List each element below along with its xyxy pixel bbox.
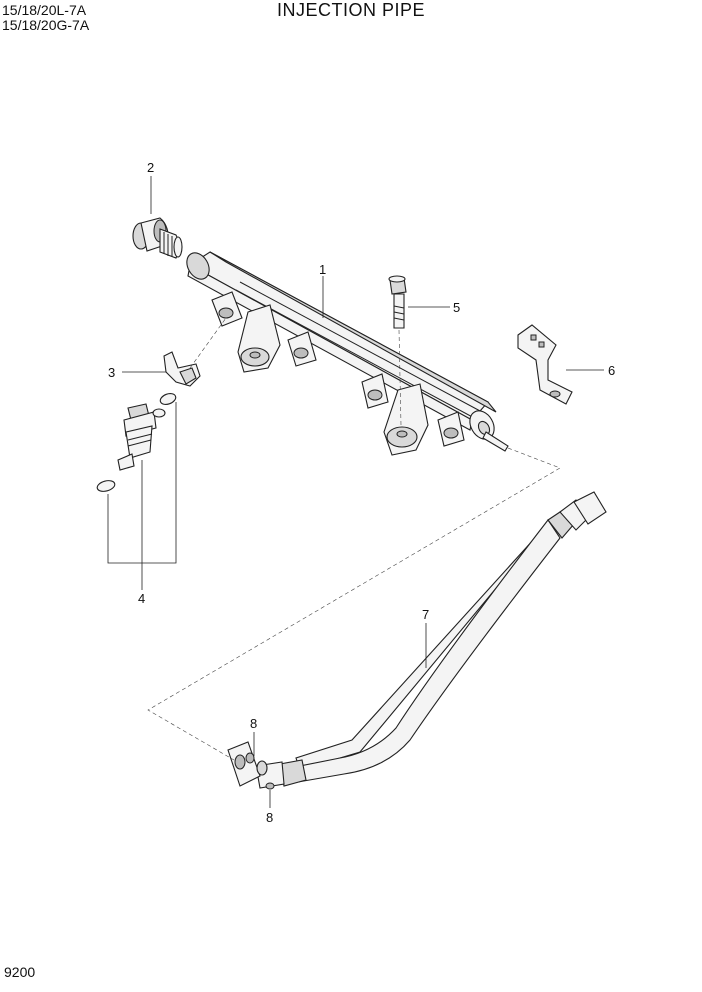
callout-6: 6	[608, 363, 615, 378]
page-number: 9200	[4, 964, 36, 980]
part-5-bolt[interactable]	[388, 275, 407, 426]
part-4-injector[interactable]	[96, 392, 177, 494]
model-code-line-1: 15/18/20L-7A	[2, 2, 87, 18]
model-code-line-2: 15/18/20G-7A	[2, 17, 90, 33]
page-title: INJECTION PIPE	[276, 0, 426, 20]
callout-7: 7	[422, 607, 429, 622]
phantom-connection-line	[147, 447, 561, 761]
callout-2: 2	[147, 160, 154, 175]
leader-lines	[107, 176, 604, 808]
part-3-clip[interactable]	[163, 317, 227, 387]
callout-3: 3	[108, 365, 115, 380]
callout-1: 1	[319, 262, 326, 277]
callout-8-lower: 8	[266, 810, 273, 825]
part-7-fuel-hose[interactable]	[227, 491, 607, 790]
part-1-fuel-rail[interactable]	[182, 249, 509, 456]
callout-5: 5	[453, 300, 460, 315]
callout-8-upper: 8	[250, 716, 257, 731]
callout-4: 4	[138, 591, 145, 606]
part-2-plug[interactable]	[132, 217, 183, 259]
part-6-bracket[interactable]	[517, 324, 573, 405]
